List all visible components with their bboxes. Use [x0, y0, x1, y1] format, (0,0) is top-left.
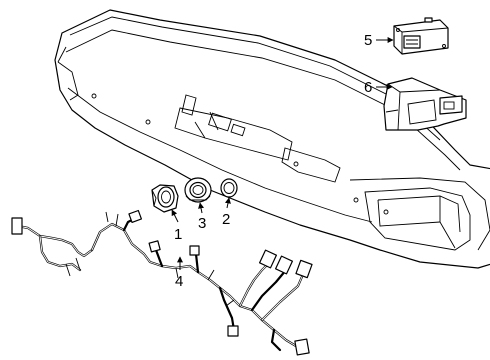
callout-label-5: 5	[364, 32, 372, 49]
sensor-bezel	[184, 177, 212, 203]
callout-5: 5	[364, 32, 394, 49]
retainer-ring	[220, 178, 238, 198]
callout-3: 3	[198, 202, 206, 232]
callout-label-1: 1	[174, 226, 182, 243]
mounting-bracket	[383, 77, 467, 131]
callout-label-4: 4	[175, 273, 183, 290]
control-module	[393, 17, 449, 55]
callout-2: 2	[222, 197, 231, 228]
callout-label-6: 6	[364, 79, 372, 96]
callout-6: 6	[364, 79, 393, 96]
callout-4: 4	[175, 256, 183, 290]
callout-label-3: 3	[198, 215, 206, 232]
parking-sensor	[151, 184, 179, 213]
callout-1: 1	[171, 209, 182, 243]
wiring-harness	[11, 209, 313, 356]
rear-bumper	[54, 9, 490, 269]
callout-label-2: 2	[222, 211, 230, 228]
